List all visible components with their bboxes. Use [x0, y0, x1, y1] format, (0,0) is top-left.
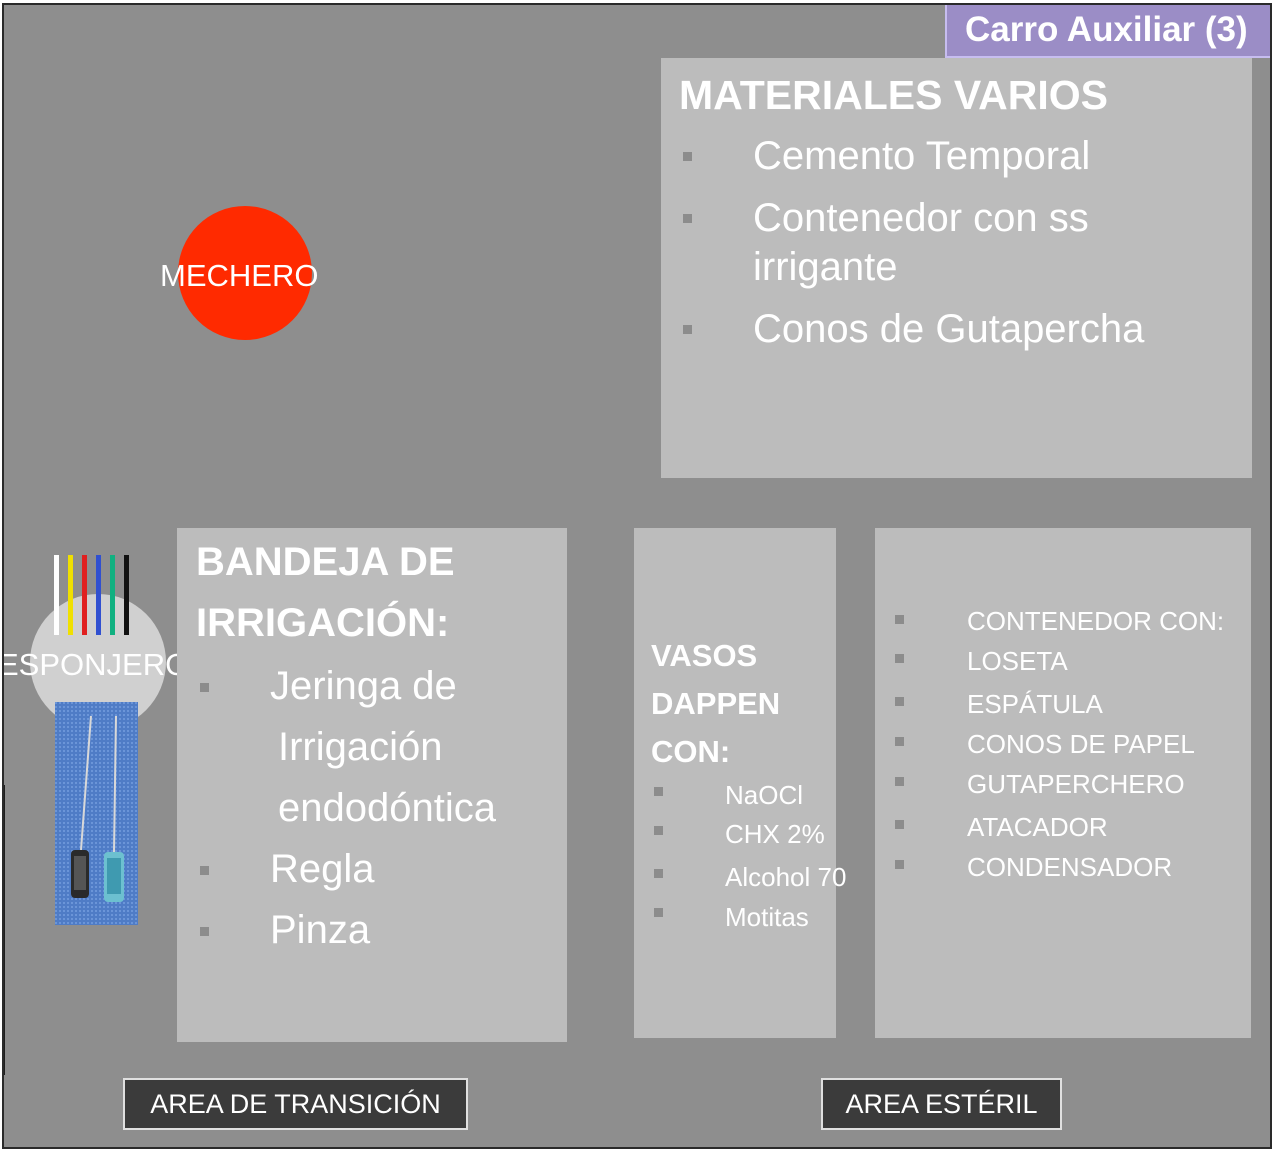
file-handle-strip — [68, 555, 73, 635]
bullet-icon — [895, 697, 904, 706]
bandeja-heading: BANDEJA DE — [196, 540, 455, 584]
materiales-item: Contenedor con ss — [753, 196, 1089, 240]
bullet-icon — [200, 927, 209, 936]
file-handle-strip — [124, 555, 129, 635]
bullet-icon — [654, 908, 663, 917]
vasos-item: Motitas — [725, 902, 809, 932]
bullet-icon — [654, 826, 663, 835]
vasos-heading: DAPPEN — [651, 686, 781, 721]
materiales-item: Conos de Gutapercha — [753, 307, 1145, 351]
vasos-item: NaOCl — [725, 780, 804, 810]
bullet-icon — [683, 152, 692, 161]
bullet-icon — [895, 737, 904, 746]
bandeja-item: Pinza — [270, 908, 371, 952]
contenedor-item: CONTENEDOR CON: — [967, 606, 1225, 636]
bullet-icon — [683, 214, 692, 223]
materiales-item: Cemento Temporal — [753, 134, 1091, 178]
file-handle-strip — [54, 555, 59, 635]
bullet-icon — [654, 787, 663, 796]
bullet-icon — [200, 866, 209, 875]
vasos-panel: VASOS DAPPEN CON: NaOCl CHX 2% Alcohol 7… — [634, 528, 846, 1038]
vasos-heading: VASOS — [651, 638, 758, 673]
area-transicion-label: AREA DE TRANSICIÓN — [123, 1078, 468, 1130]
bandeja-panel: BANDEJA DE IRRIGACIÓN: Jeringa de Irriga… — [177, 528, 567, 1042]
contenedor-item: GUTAPERCHERO — [967, 769, 1185, 799]
edge-divider — [4, 785, 5, 1075]
area-esteril-label: AREA ESTÉRIL — [821, 1078, 1062, 1130]
bandeja-item: Regla — [270, 847, 375, 891]
contenedor-item: CONOS DE PAPEL — [967, 729, 1195, 759]
vasos-item: CHX 2% — [725, 819, 825, 849]
materiales-heading: MATERIALES VARIOS — [679, 72, 1108, 118]
endodontic-files-icon — [54, 555, 130, 637]
mechero-circle — [178, 206, 312, 340]
file-handle-strip — [96, 555, 101, 635]
contenedor-item: LOSETA — [967, 646, 1068, 676]
esponjero-label: ESPONJERO — [2, 647, 190, 682]
bandeja-item: Jeringa de — [270, 664, 457, 708]
file-handle-strip — [82, 555, 87, 635]
materiales-panel: MATERIALES VARIOS Cemento Temporal Conte… — [661, 58, 1252, 478]
contenedor-panel: CONTENEDOR CON: LOSETA ESPÁTULA CONOS DE… — [875, 528, 1251, 1038]
diagram-canvas: Carro Auxiliar (3) MATERIALES VARIOS Cem… — [2, 3, 1272, 1149]
slide-title: Carro Auxiliar (3) — [945, 5, 1270, 58]
bandeja-item-continuation: Irrigación — [278, 725, 443, 769]
bullet-icon — [200, 683, 209, 692]
bullet-icon — [895, 820, 904, 829]
materiales-item-continuation: irrigante — [753, 245, 898, 289]
bullet-icon — [683, 325, 692, 334]
contenedor-item: CONDENSADOR — [967, 852, 1173, 882]
vasos-heading: CON: — [651, 734, 731, 769]
bullet-icon — [895, 777, 904, 786]
bullet-icon — [895, 860, 904, 869]
bandeja-heading: IRRIGACIÓN: — [196, 601, 450, 645]
contenedor-item: ESPÁTULA — [967, 689, 1103, 719]
bandeja-item-continuation: endodóntica — [278, 786, 496, 830]
bullet-icon — [895, 654, 904, 663]
bullet-icon — [654, 869, 663, 878]
endodontic-instruments-photo — [55, 702, 138, 925]
mechero-label: MECHERO — [160, 258, 319, 293]
vasos-item: Alcohol 70 — [725, 862, 847, 892]
bullet-icon — [895, 615, 904, 624]
contenedor-item: ATACADOR — [967, 812, 1108, 842]
file-handle-strip — [110, 555, 115, 635]
